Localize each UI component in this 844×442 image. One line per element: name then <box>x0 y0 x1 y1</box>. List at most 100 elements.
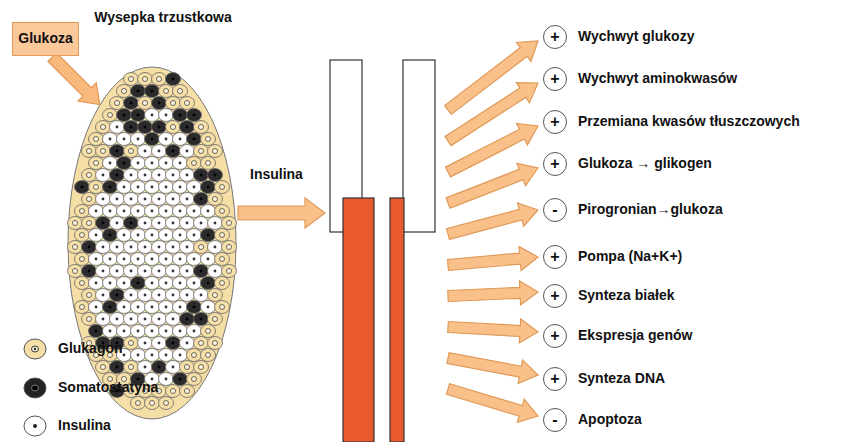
islet-cell <box>222 217 237 230</box>
islet-cell <box>138 73 153 86</box>
islet-cell <box>159 85 174 98</box>
islet-cell <box>145 277 160 290</box>
islet-cell <box>131 301 146 314</box>
effect-sign-circle: +Glukoza → glikogen <box>543 152 567 176</box>
islet-cell <box>173 181 188 194</box>
islet-cell <box>82 313 97 326</box>
islet-cell <box>215 277 230 290</box>
islet-cell <box>131 109 146 122</box>
islet-cell <box>124 313 139 326</box>
islet-cell <box>138 313 153 326</box>
islet-cell <box>180 97 195 110</box>
islet-cell <box>145 133 160 146</box>
islet-cell <box>173 133 188 146</box>
islet-cell <box>194 217 209 230</box>
islet-cell <box>124 97 139 110</box>
islet-cell <box>215 301 230 314</box>
legend-text: Somatostatyna <box>58 379 158 395</box>
islet-cell <box>82 193 97 206</box>
islet-cell <box>166 289 181 302</box>
legend-text: Insulina <box>58 417 111 433</box>
islet-cell <box>103 109 118 122</box>
pancreatic-islet <box>68 67 237 419</box>
effect-sign-circle: +Pompa (Na+K+) <box>543 245 567 269</box>
islet-cell <box>187 109 202 122</box>
islet-cell <box>187 133 202 146</box>
islet-cell <box>117 205 132 218</box>
islet-cell <box>215 253 230 266</box>
islet-cell <box>117 181 132 194</box>
islet-cell <box>194 289 209 302</box>
islet-cell <box>201 181 216 194</box>
islet-cell <box>145 397 160 410</box>
islet-cell <box>75 229 90 242</box>
islet-cell <box>89 205 104 218</box>
islet-cell <box>180 241 195 254</box>
islet-cell <box>215 181 230 194</box>
islet-cell <box>180 385 195 398</box>
islet-cell <box>96 241 111 254</box>
effect-arrow <box>448 281 538 305</box>
islet-cell <box>124 145 139 158</box>
input-label: Glukoza <box>13 23 78 54</box>
islet-cell <box>138 97 153 110</box>
islet-cell <box>82 289 97 302</box>
islet-cell <box>201 253 216 266</box>
islet-cell <box>208 289 223 302</box>
effect-sign: - <box>544 409 566 430</box>
islet-cell <box>138 121 153 134</box>
islet-cell <box>75 181 90 194</box>
islet-cell <box>124 169 139 182</box>
islet-cell <box>124 193 139 206</box>
islet-cell <box>180 313 195 326</box>
effect-sign: + <box>544 368 566 389</box>
islet-cell <box>131 85 146 98</box>
effect-sign: - <box>544 199 566 220</box>
islet-cell <box>152 193 167 206</box>
islet-cell <box>208 193 223 206</box>
islet-cell <box>82 145 97 158</box>
islet-cell <box>187 349 202 362</box>
islet-cell <box>152 73 167 86</box>
islet-cell <box>75 253 90 266</box>
effect-label: Synteza białek <box>578 287 675 304</box>
islet-cell <box>124 361 139 374</box>
islet-cell <box>145 157 160 170</box>
effect-sign-circle: +Synteza DNA <box>543 367 567 391</box>
islet-cell <box>208 169 223 182</box>
islet-cell <box>173 253 188 266</box>
islet-cell <box>117 277 132 290</box>
effect-arrow <box>448 319 538 343</box>
islet-cell <box>194 169 209 182</box>
islet-cell <box>173 301 188 314</box>
islet-cell <box>187 277 202 290</box>
islet-cell <box>159 157 174 170</box>
islet-cell <box>145 229 160 242</box>
islet-cell <box>117 85 132 98</box>
islet-cell <box>194 145 209 158</box>
islet-cell <box>166 313 181 326</box>
islet-cell <box>138 289 153 302</box>
insulin-receptor <box>330 60 435 442</box>
islet-cell <box>96 289 111 302</box>
islet-cell <box>152 217 167 230</box>
islet-cell <box>89 157 104 170</box>
islet-cell <box>110 265 125 278</box>
islet-cell <box>173 205 188 218</box>
islet-cell <box>166 73 181 86</box>
islet-cell <box>173 109 188 122</box>
islet-cell <box>68 265 83 278</box>
islet-cell <box>138 265 153 278</box>
islet-cell <box>138 217 153 230</box>
islet-cell <box>110 289 125 302</box>
islet-cell <box>194 193 209 206</box>
islet-cell <box>173 229 188 242</box>
islet-cell <box>187 205 202 218</box>
effect-arrow <box>445 41 538 114</box>
islet-cell <box>96 169 111 182</box>
islet-cell <box>117 157 132 170</box>
islet-cell <box>173 277 188 290</box>
islet-cell <box>208 241 223 254</box>
islet-cell <box>152 265 167 278</box>
islet-cell <box>82 265 97 278</box>
